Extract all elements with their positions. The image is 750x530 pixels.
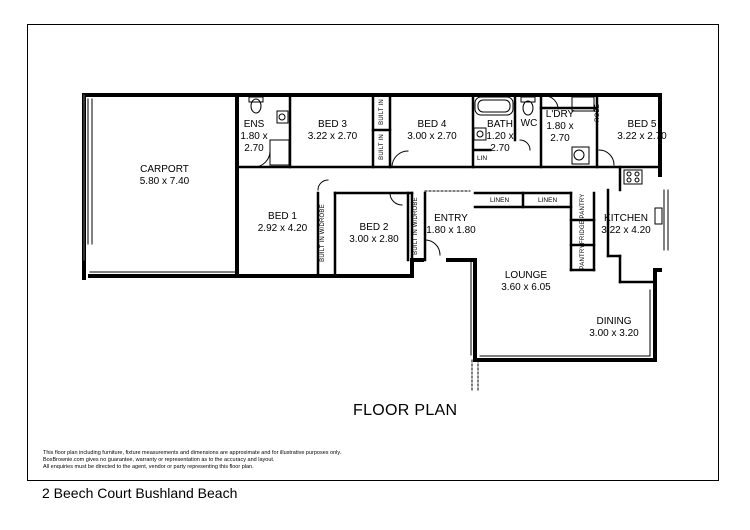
room-name: BED 1 [268, 211, 297, 222]
room-name: BED 5 [627, 119, 657, 130]
room-carport: CARPORT 5.80 x 7.40 [122, 164, 207, 188]
room-size: 2.70 [490, 143, 510, 154]
plan-frame [27, 24, 719, 481]
room-size: 1.20 x [486, 131, 514, 142]
room-name: WC [520, 118, 538, 129]
label-linen-1: LINEN [490, 197, 510, 204]
label-bed2-wardrobe: BUILT IN W/DROBE [413, 197, 419, 255]
room-lounge: LOUNGE 3.60 x 6.05 [492, 270, 560, 294]
label-pantry-2: PANTRY [580, 244, 586, 270]
room-name: BED 2 [359, 222, 389, 233]
label-lin: LIN [477, 155, 488, 162]
room-bed2: BED 2 3.00 x 2.80 [340, 222, 408, 246]
label-robe: ROBE [595, 104, 601, 122]
room-bed4: BED 4 3.00 x 2.70 [398, 119, 466, 143]
label-built-in-bed3: BUILT IN [379, 134, 385, 160]
room-size: 2.70 [244, 143, 264, 154]
room-size: 3.00 x 2.70 [407, 131, 457, 142]
disclaimer-line: This floor plan including furniture, fix… [43, 450, 342, 456]
room-size: 3.22 x 4.20 [601, 225, 651, 236]
room-bed1: BED 1 2.92 x 4.20 [250, 211, 315, 235]
room-wc: WC [517, 118, 541, 130]
disclaimer: This floor plan including furniture, fix… [43, 450, 341, 471]
room-size: 3.00 x 2.80 [349, 234, 399, 245]
room-size: 3.22 x 2.70 [307, 131, 358, 142]
label-linen-2: LINEN [538, 197, 558, 204]
room-name: LOUNGE [504, 270, 548, 281]
plan-title: FLOOR PLAN [353, 402, 458, 419]
room-dining: DINING 3.00 x 3.20 [580, 316, 648, 340]
disclaimer-line: All enquiries must be directed to the ag… [43, 464, 254, 470]
room-size: 1.80 x [546, 121, 574, 132]
room-ens: ENS 1.80 x 2.70 [238, 119, 270, 155]
label-bed1-wardrobe: BUILT IN W/DROBE [320, 204, 326, 262]
room-size: 2.92 x 4.20 [257, 223, 308, 234]
room-size: 1.80 x 1.80 [426, 225, 476, 236]
room-name: BED 3 [318, 119, 347, 130]
property-address: 2 Beech Court Bushland Beach [42, 485, 238, 501]
room-name: ENTRY [434, 213, 468, 224]
room-name: L'DRY [545, 109, 575, 120]
room-name: KITCHEN [604, 213, 648, 224]
room-bed3: BED 3 3.22 x 2.70 [300, 119, 365, 143]
room-bath: BATH 1.20 x 2.70 [484, 119, 516, 155]
room-bed5: BED 5 3.22 x 2.70 [608, 119, 676, 143]
room-laundry: L'DRY 1.80 x 2.70 [543, 109, 577, 145]
room-size: 3.00 x 3.20 [589, 328, 639, 339]
room-kitchen: KITCHEN 3.22 x 4.20 [596, 213, 656, 237]
room-name: CARPORT [140, 164, 189, 175]
room-size: 3.22 x 2.70 [617, 131, 667, 142]
room-name: ENS [243, 119, 265, 130]
room-name: BED 4 [417, 119, 447, 130]
disclaimer-line: BoxBrownie.com gives no guarantee, warra… [43, 457, 275, 463]
room-size: 5.80 x 7.40 [139, 176, 190, 187]
room-size: 3.60 x 6.05 [501, 282, 551, 293]
room-name: DINING [596, 316, 632, 327]
room-size: 2.70 [550, 133, 570, 144]
room-size: 1.80 x [240, 131, 268, 142]
room-entry: ENTRY 1.80 x 1.80 [425, 213, 477, 237]
room-name: BATH [487, 119, 513, 130]
